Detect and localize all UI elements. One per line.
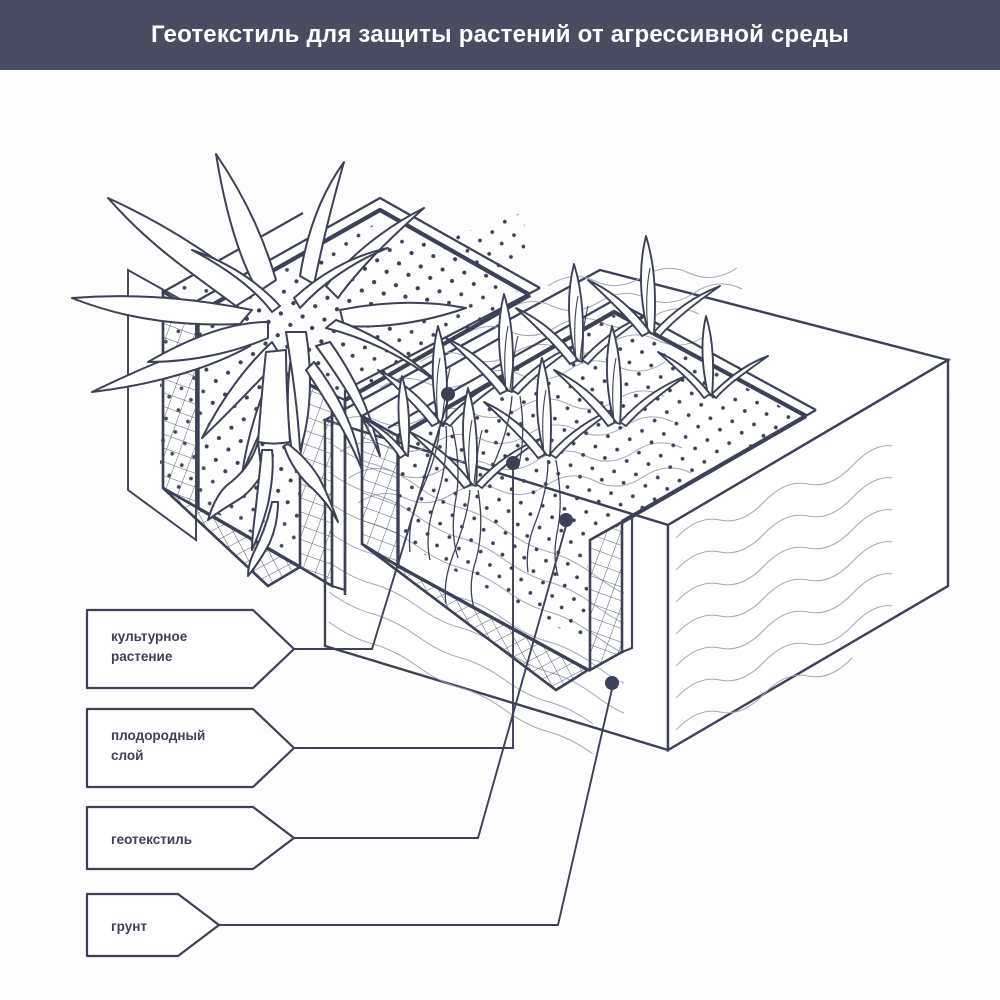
leader-plant (294, 399, 449, 650)
page-title: Геотекстиль для защиты растений от агрес… (150, 21, 850, 48)
marker-plant-root (441, 387, 455, 401)
callout-topsoil-label-line1: плодородный (111, 728, 205, 743)
callout-geotextile[interactable]: геотекстиль (85, 805, 296, 871)
callout-geotextile-shape[interactable] (85, 805, 296, 871)
callout-plant-label-line1: культурное (111, 629, 188, 644)
leader-geotextile (294, 525, 567, 839)
diagram-stage: культурное растение плодородный слой гео… (0, 70, 1000, 1000)
callout-geotextile-label-line1: геотекстиль (111, 832, 192, 847)
callout-ground-label-line1: грунт (111, 919, 147, 934)
page-title-bar: Геотекстиль для защиты растений от агрес… (0, 0, 1000, 70)
right-trench-section (360, 235, 817, 692)
callout-topsoil-shape[interactable] (85, 707, 296, 789)
callout-ground[interactable]: грунт (85, 892, 221, 958)
cultivated-plant (71, 153, 467, 577)
callout-ground-shape[interactable] (85, 892, 221, 958)
geotextile-cross-section-illustration: культурное растение плодородный слой гео… (71, 153, 952, 958)
leader-ground (219, 688, 613, 926)
leader-topsoil (294, 469, 514, 749)
marker-dots-group (441, 387, 619, 690)
callout-plant[interactable]: культурное растение (85, 608, 296, 690)
marker-geotextile (559, 513, 573, 527)
leader-lines-group (219, 399, 613, 926)
callout-topsoil-label-line2: слой (111, 748, 143, 763)
marker-topsoil (506, 456, 520, 470)
callout-plant-shape[interactable] (85, 608, 296, 690)
callout-plant-label-line2: растение (111, 649, 173, 664)
callout-topsoil[interactable]: плодородный слой (85, 707, 296, 789)
marker-ground (605, 676, 619, 690)
